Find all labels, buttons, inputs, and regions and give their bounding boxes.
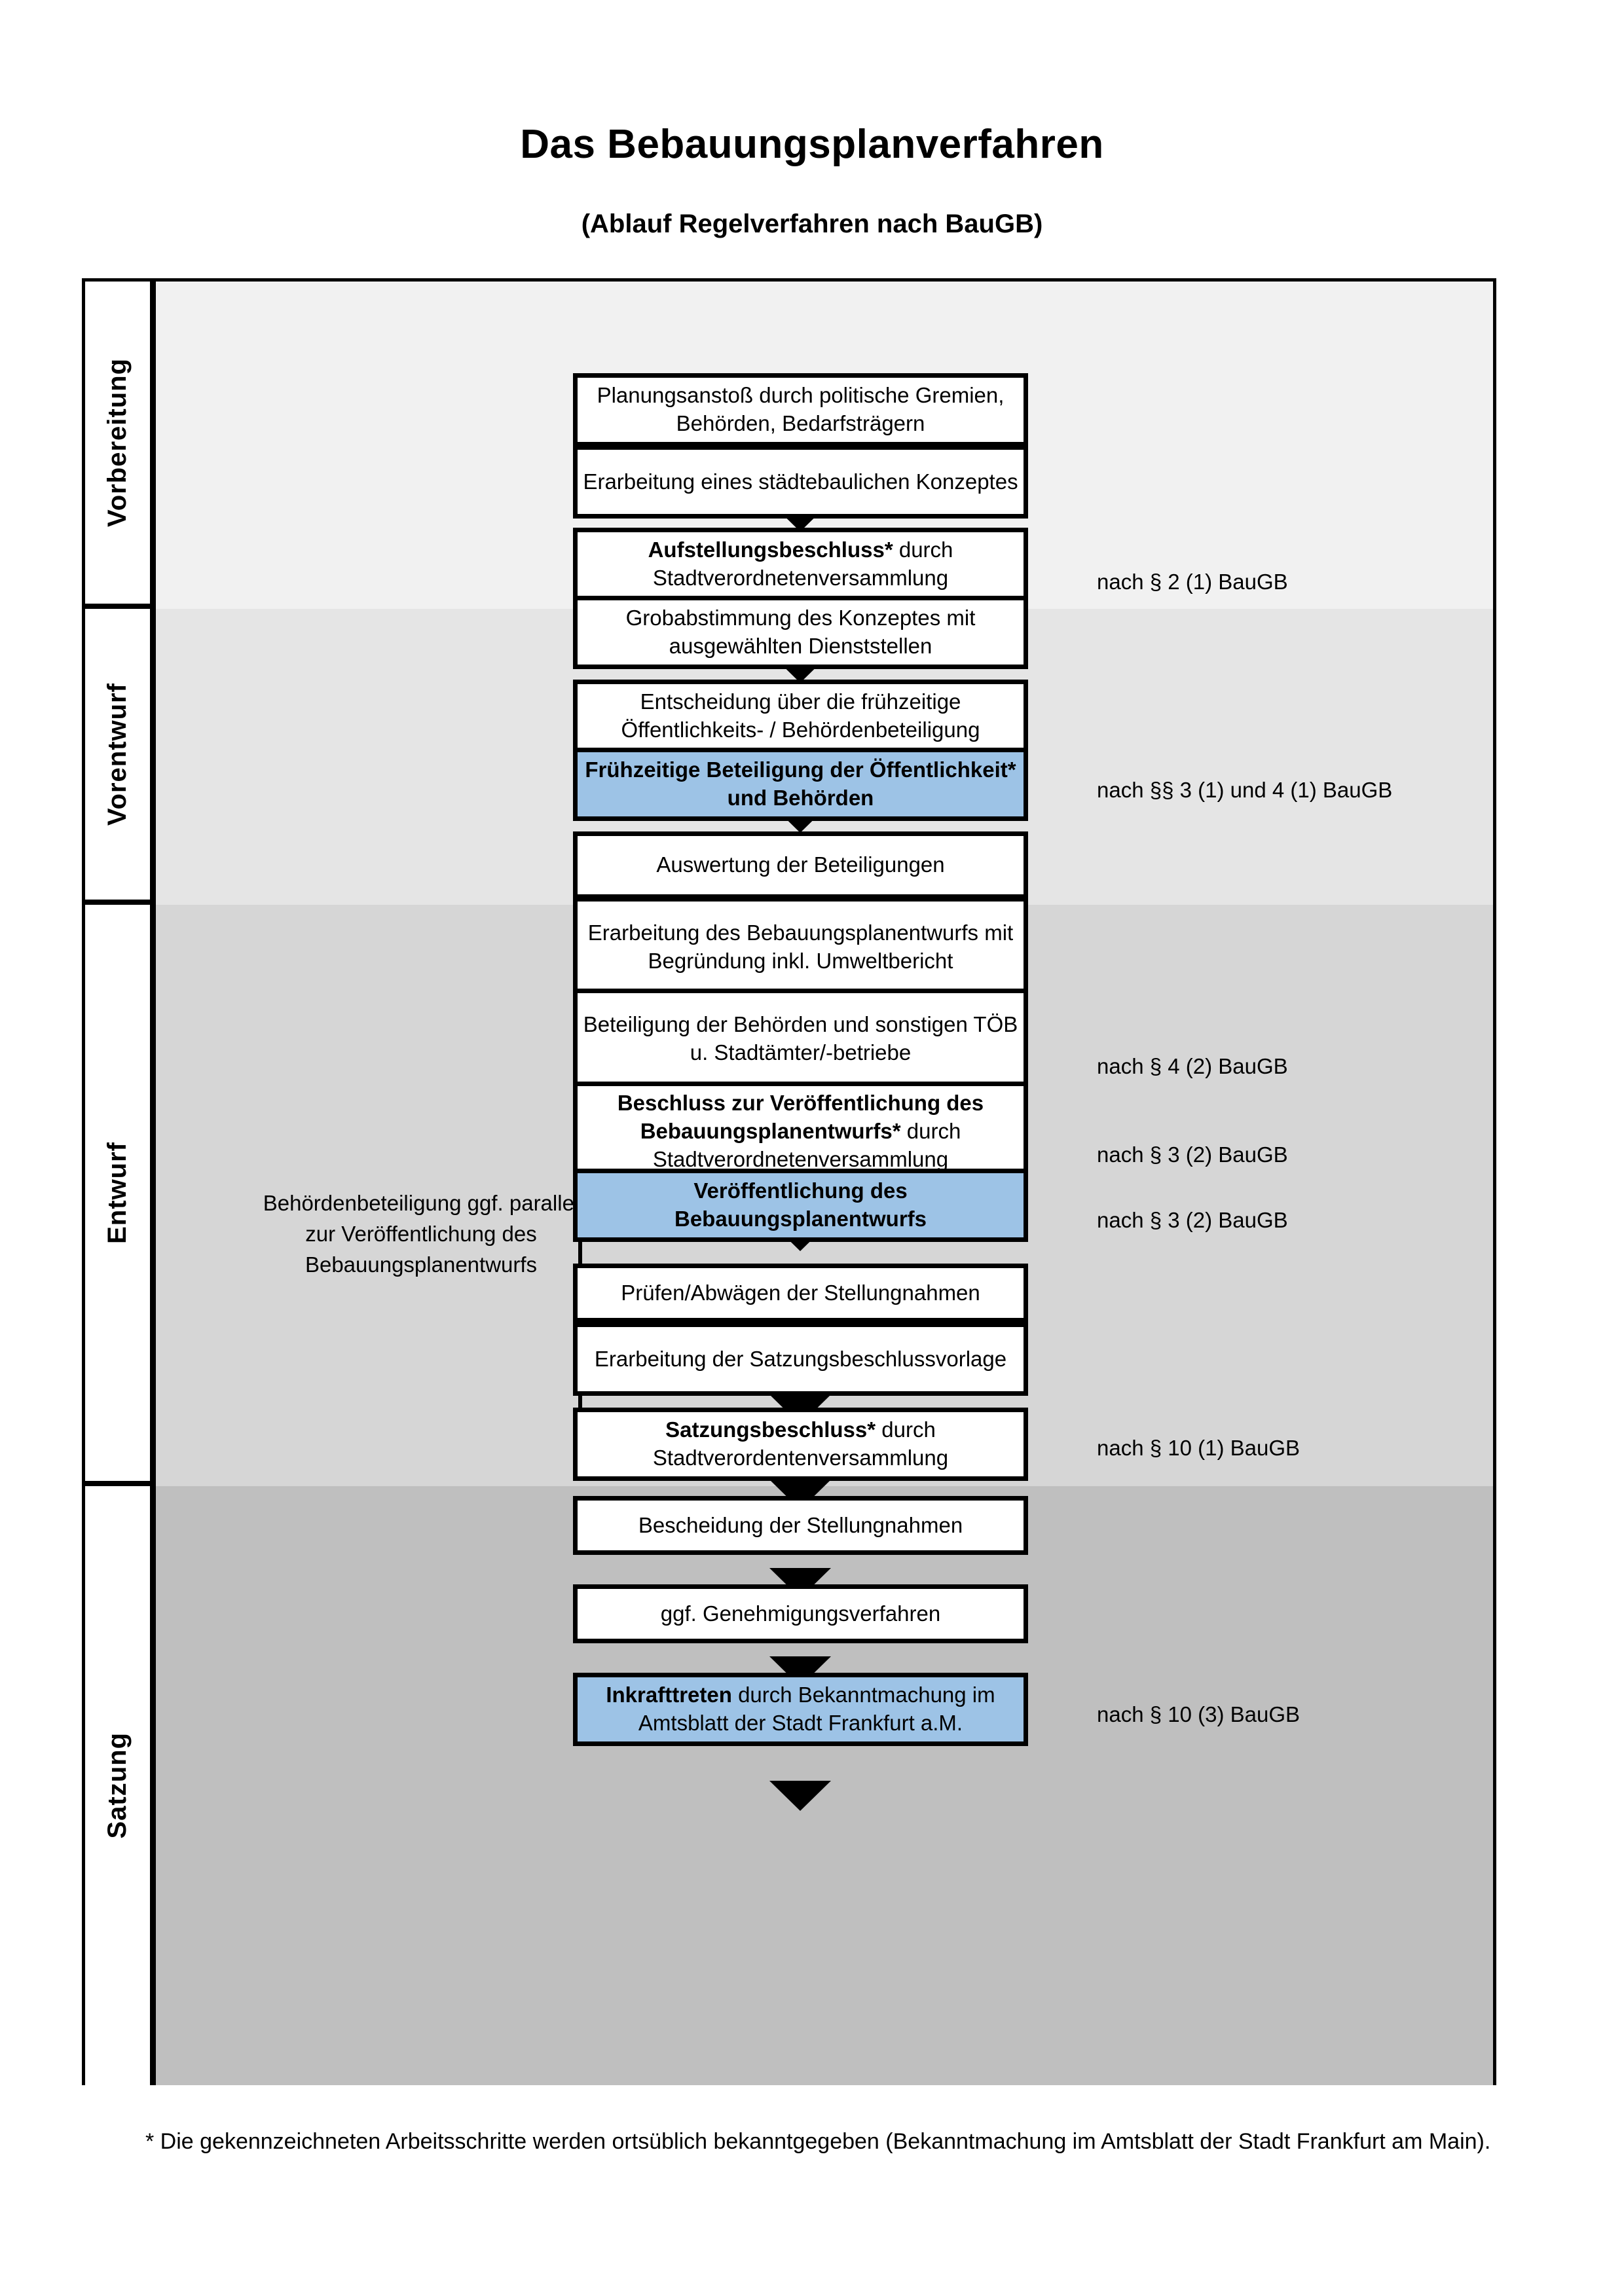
process-step-box[interactable]: Prüfen/Abwägen der Stellungnahmen xyxy=(573,1264,1028,1322)
process-step-box[interactable]: Erarbeitung des Bebauungsplanentwurfs mi… xyxy=(573,897,1028,997)
process-step-text: Entscheidung über die frühzeitige Öffent… xyxy=(621,689,980,742)
legal-reference: nach § 3 (2) BauGB xyxy=(1097,1208,1288,1232)
process-step-text: Satzungsbeschluss* durch Stadtverordente… xyxy=(583,1416,1018,1472)
phase-label-text: Vorbereitung xyxy=(103,358,132,527)
phase-label-vorentwurf: Vorentwurf xyxy=(85,609,150,905)
flowchart-frame: Behördenbeteiligung ggf. parallel zur Ve… xyxy=(82,278,1496,2085)
page-subtitle: (Ablauf Regelverfahren nach BauGB) xyxy=(581,210,1043,238)
process-step-rest: durch Stadtverordnetenversammlung xyxy=(652,538,953,590)
legal-reference: nach § 4 (2) BauGB xyxy=(1097,1054,1288,1078)
process-step-box[interactable]: Frühzeitige Beteiligung der Öffentlichke… xyxy=(573,748,1028,821)
process-step-box[interactable]: Auswertung der Beteiligungen xyxy=(573,831,1028,899)
process-step-text: Erarbeitung eines städtebaulichen Konzep… xyxy=(583,469,1018,494)
process-step-text: Bescheidung der Stellungnahmen xyxy=(638,1512,963,1537)
process-step-text: Frühzeitige Beteiligung der Öffentlichke… xyxy=(583,756,1018,812)
process-step-rest: durch Bekanntmachung im Amtsblatt der St… xyxy=(638,1683,995,1735)
legal-reference: nach § 10 (3) BauGB xyxy=(1097,1702,1301,1726)
phase-label-text: Satzung xyxy=(103,1732,132,1839)
legal-reference: nach § 10 (1) BauGB xyxy=(1097,1436,1301,1460)
process-step-bold: Veröffentlichung des Bebauungsplanentwur… xyxy=(674,1178,927,1231)
process-step-box[interactable]: Planungsanstoß durch politische Gremien,… xyxy=(573,373,1028,446)
process-step-box[interactable]: Beteiligung der Behörden und sonstigen T… xyxy=(573,989,1028,1089)
process-step-text: Planungsanstoß durch politische Gremien,… xyxy=(597,383,1005,435)
process-step-bold: Aufstellungsbeschluss* xyxy=(648,538,893,562)
process-step-box[interactable]: Bescheidung der Stellungnahmen xyxy=(573,1496,1028,1555)
phase-label-column: Vorbereitung Vorentwurf Entwurf Satzung xyxy=(85,282,156,2085)
process-step-box[interactable]: ggf. Genehmigungsverfahren xyxy=(573,1584,1028,1643)
process-step-text: Erarbeitung der Satzungsbeschlussvorlage xyxy=(594,1346,1007,1371)
process-step-rest: durch Stadtverordentenversammlung xyxy=(652,1417,949,1470)
process-step-text: Beteiligung der Behörden und sonstigen T… xyxy=(583,1011,1018,1065)
process-step-box[interactable]: Erarbeitung der Satzungsbeschlussvorlage xyxy=(573,1322,1028,1396)
process-step-text: Prüfen/Abwägen der Stellungnahmen xyxy=(621,1280,980,1305)
flow-arrow-icon xyxy=(769,1781,831,1811)
process-step-box[interactable]: Entscheidung über die frühzeitige Öffent… xyxy=(573,680,1028,753)
process-step-box[interactable]: Satzungsbeschluss* durch Stadtverordente… xyxy=(573,1408,1028,1481)
process-step-box[interactable]: Veröffentlichung des Bebauungsplanentwur… xyxy=(573,1169,1028,1242)
process-step-box[interactable]: Inkrafttreten durch Bekanntmachung im Am… xyxy=(573,1673,1028,1746)
process-step-bold: Satzungsbeschluss* xyxy=(665,1417,876,1442)
process-step-text: Aufstellungsbeschluss* durch Stadtverord… xyxy=(583,536,1018,592)
side-note-behoerdenbeteiligung: Behördenbeteiligung ggf. parallel zur Ve… xyxy=(263,1191,580,1277)
process-step-box[interactable]: Grobabstimmung des Konzeptes mit ausgewä… xyxy=(573,596,1028,669)
process-step-box[interactable]: Erarbeitung eines städtebaulichen Konzep… xyxy=(573,445,1028,519)
legal-reference: nach §§ 3 (1) und 4 (1) BauGB xyxy=(1097,778,1393,802)
process-step-text: ggf. Genehmigungsverfahren xyxy=(660,1601,941,1626)
page-title: Das Bebauungsplanverfahren xyxy=(520,122,1104,167)
process-step-bold: Inkrafttreten xyxy=(606,1683,732,1707)
phase-label-vorbereitung: Vorbereitung xyxy=(85,282,150,609)
process-step-bold: Frühzeitige Beteiligung der Öffentlichke… xyxy=(585,757,1016,810)
phase-label-entwurf: Entwurf xyxy=(85,905,150,1486)
process-step-text: Grobabstimmung des Konzeptes mit ausgewä… xyxy=(625,606,976,658)
phase-label-text: Entwurf xyxy=(103,1142,132,1244)
process-step-text: Erarbeitung des Bebauungsplanentwurfs mi… xyxy=(587,920,1014,973)
process-step-box[interactable]: Beschluss zur Veröffentlichung des Bebau… xyxy=(573,1082,1028,1182)
process-step-box[interactable]: Aufstellungsbeschluss* durch Stadtverord… xyxy=(573,528,1028,601)
process-step-rest: durch Stadtverordnetenversammlung xyxy=(652,1119,961,1171)
phase-label-satzung: Satzung xyxy=(85,1486,150,2085)
process-step-text: Veröffentlichung des Bebauungsplanentwur… xyxy=(583,1177,1018,1233)
footnote: * Die gekennzeichneten Arbeitsschritte w… xyxy=(145,2129,1491,2154)
phase-label-text: Vorentwurf xyxy=(103,682,132,826)
process-step-bold: Beschluss zur Veröffentlichung des Bebau… xyxy=(617,1091,984,1144)
process-step-text: Auswertung der Beteiligungen xyxy=(656,852,945,877)
process-step-text: Inkrafttreten durch Bekanntmachung im Am… xyxy=(583,1681,1018,1738)
legal-reference: nach § 3 (2) BauGB xyxy=(1097,1142,1288,1167)
legal-reference: nach § 2 (1) BauGB xyxy=(1097,570,1288,594)
process-step-text: Beschluss zur Veröffentlichung des Bebau… xyxy=(583,1089,1018,1174)
